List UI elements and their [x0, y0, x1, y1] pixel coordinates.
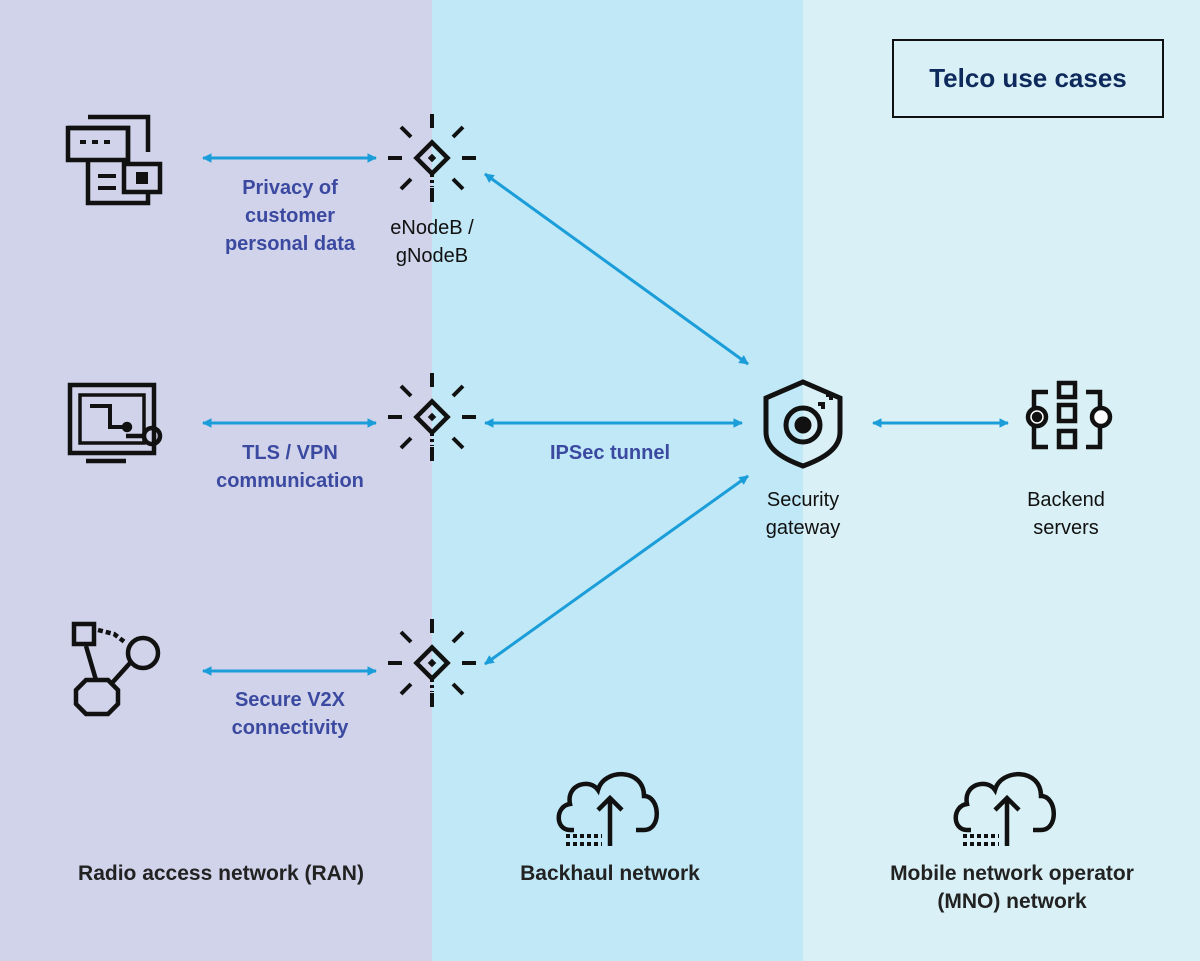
terminal-monitor-icon	[67, 382, 163, 464]
cloud-upload-icon	[956, 774, 1054, 846]
zone-label-ran: Radio access network (RAN)	[78, 862, 364, 885]
use-case-label-privacy: Privacy of customer personal data	[224, 177, 356, 255]
cloud-upload-icon	[559, 774, 657, 846]
zone-label-mno: Mobile network operator (MNO) network	[890, 862, 1134, 913]
documents-icon	[65, 114, 163, 206]
security-gateway-label: Security gateway	[765, 489, 841, 539]
antenna-icon	[388, 373, 476, 461]
use-case-label-tls: TLS / VPN communication	[216, 442, 364, 492]
network-nodes-icon	[71, 621, 161, 717]
arrow-bs3-gateway	[484, 474, 749, 666]
backend-servers-label: Backend servers	[1027, 489, 1105, 539]
arrow-bs1-gateway	[484, 172, 749, 366]
use-case-label-v2x: Secure V2X connectivity	[231, 689, 349, 739]
shield-icon	[763, 379, 843, 469]
ipsec-tunnel-label: IPSec tunnel	[549, 442, 671, 464]
server-cluster-icon	[1025, 380, 1113, 450]
connection-arrows	[202, 153, 1009, 676]
antenna-icon	[388, 619, 476, 707]
zone-label-backhaul: Backhaul network	[520, 862, 700, 885]
base-station-label: eNodeB / gNodeB	[390, 217, 474, 267]
antenna-icon	[388, 114, 476, 202]
page-title: Telco use cases	[892, 39, 1164, 118]
